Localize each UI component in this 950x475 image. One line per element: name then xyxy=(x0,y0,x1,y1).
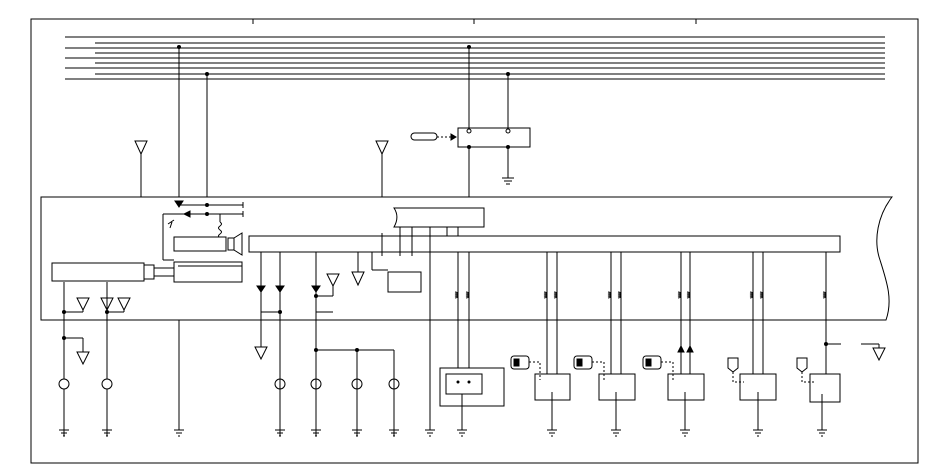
harness-connector xyxy=(393,207,485,228)
switch-group-2 xyxy=(510,252,571,430)
switch-group-4 xyxy=(642,252,705,430)
diode-icon xyxy=(174,200,184,208)
ground-icon xyxy=(311,429,321,437)
ground-icon xyxy=(352,429,362,437)
switch-group-6 xyxy=(796,252,886,430)
left-outputs xyxy=(62,282,131,436)
ground-icon xyxy=(425,429,435,437)
ground-icon xyxy=(457,429,467,437)
output-block xyxy=(387,271,422,293)
ground-icon xyxy=(174,429,184,437)
ground-icon xyxy=(611,429,621,437)
connector-plug-icon xyxy=(410,132,438,141)
diode-network xyxy=(162,200,244,261)
switch-group-5 xyxy=(727,252,777,430)
sensor-icon xyxy=(58,378,70,390)
bottom-grounds xyxy=(59,429,827,437)
resistor-icon xyxy=(218,221,222,239)
speaker-icon xyxy=(233,232,243,256)
sensor-tag-icon xyxy=(727,357,739,373)
ground-icon xyxy=(753,429,763,437)
ground-icon xyxy=(389,429,399,437)
ground-icon xyxy=(547,429,557,437)
ground-icon xyxy=(102,429,112,437)
frame-ticks xyxy=(252,19,697,24)
internal-bus xyxy=(248,207,841,293)
relay-box xyxy=(457,127,531,148)
sensor-tag-icon xyxy=(796,357,808,373)
ic-block xyxy=(173,236,227,252)
ground-icon xyxy=(817,429,827,437)
sensor-icon xyxy=(101,378,113,390)
ground-icon xyxy=(502,177,514,185)
upper-relay-section xyxy=(410,45,531,237)
ground-icon xyxy=(680,429,690,437)
input-module xyxy=(51,261,243,283)
switch-group-1 xyxy=(439,252,505,430)
mid-lower-wires xyxy=(254,252,431,436)
control-unit-outline xyxy=(40,196,894,321)
top-wire-bundle xyxy=(65,36,885,80)
ground-icon xyxy=(275,429,285,437)
switch-group-3 xyxy=(573,252,636,430)
ground-icon xyxy=(59,429,69,437)
diode-icon xyxy=(182,210,191,218)
